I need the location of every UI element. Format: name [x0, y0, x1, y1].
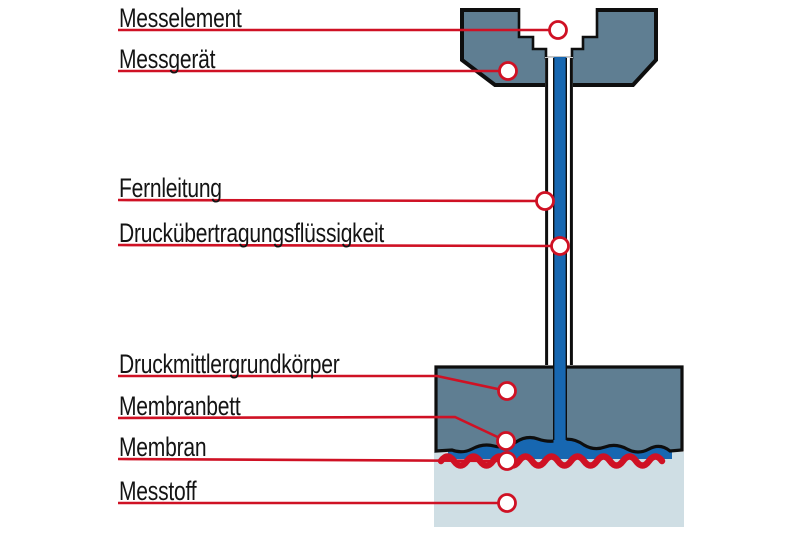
label-druckuebertragungsfluessigkeit: Druckübertragungsflüssigkeit	[119, 218, 385, 248]
pointer-circle-membran	[497, 451, 517, 471]
label-membranbett: Membranbett	[119, 391, 241, 421]
label-membran: Membran	[119, 432, 207, 462]
pointer-circle-membranbett	[496, 431, 516, 451]
leader-druckuebertragungsfluessigkeit	[117, 243, 561, 248]
label-messgeraet: Messgerät	[119, 44, 216, 74]
label-fernleitung: Fernleitung	[119, 173, 222, 203]
leader-fernleitung	[117, 198, 546, 203]
label-messtoff: Messtoff	[119, 476, 197, 506]
label-messelement: Messelement	[119, 3, 242, 33]
pointer-circle-messgeraet	[498, 61, 518, 81]
pointer-circle-messtoff	[497, 493, 517, 513]
pointer-circle-fernleitung	[535, 191, 555, 211]
leader-membran	[117, 457, 508, 463]
leader-membranbett	[117, 415, 507, 443]
pointer-circle-messelement	[548, 20, 568, 40]
pointer-circle-druckuebertragungsfluessigkeit	[550, 236, 570, 256]
leader-druckmittlergrundkoerper	[118, 374, 508, 393]
pointer-circle-druckmittlergrundkoerper	[497, 381, 517, 401]
label-druckmittlergrundkoerper: Druckmittlergrundkörper	[119, 349, 340, 379]
